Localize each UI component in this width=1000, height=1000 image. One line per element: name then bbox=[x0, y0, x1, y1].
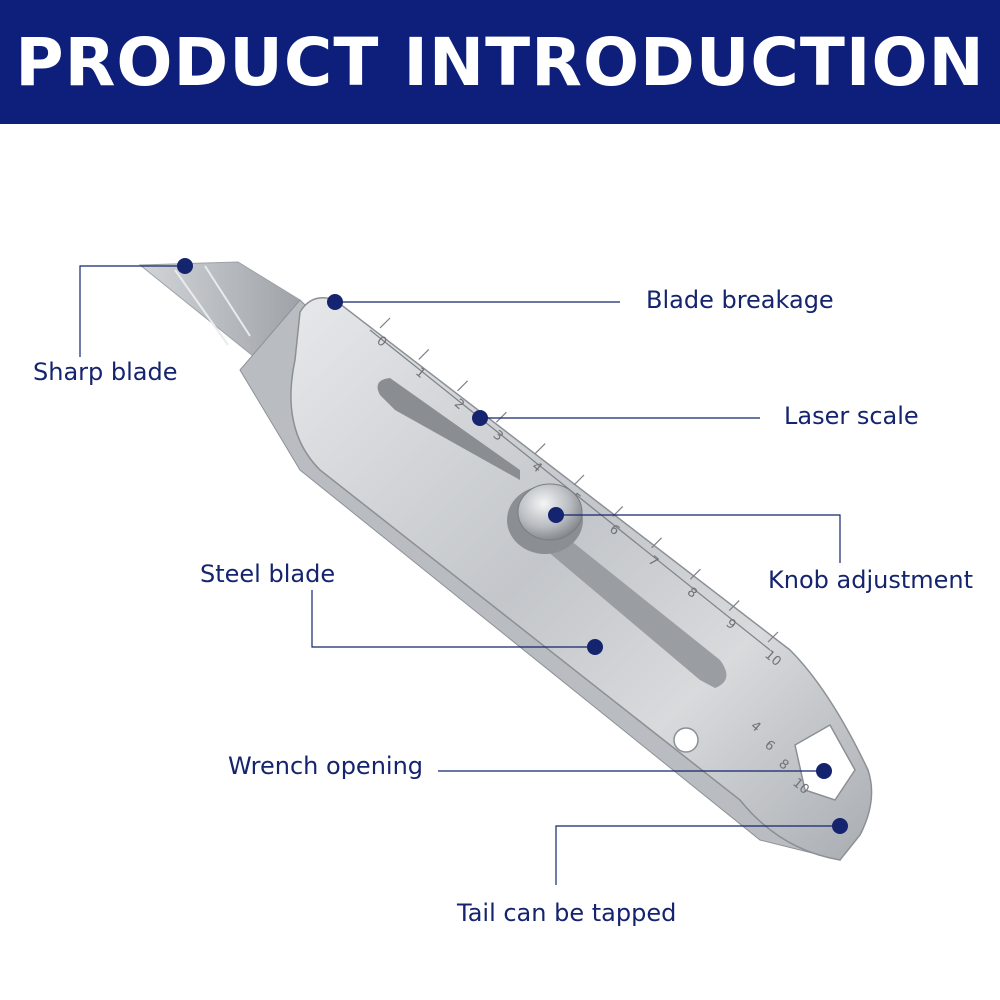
sharp-blade bbox=[138, 261, 301, 361]
label-laser-scale: Laser scale bbox=[784, 402, 919, 430]
callout-dot bbox=[832, 818, 848, 834]
label-tail-tapped: Tail can be tapped bbox=[457, 899, 677, 927]
callout-dot bbox=[816, 763, 832, 779]
header-banner: PRODUCT INTRODUCTION bbox=[0, 0, 1000, 124]
tail-leader bbox=[555, 825, 840, 885]
ruler-tick bbox=[767, 631, 779, 643]
label-wrench-opening: Wrench opening bbox=[228, 752, 424, 780]
callout-dot bbox=[327, 294, 343, 310]
ruler-tick bbox=[728, 600, 740, 612]
label-sharp-blade: Sharp blade bbox=[33, 358, 178, 386]
label-blade-breakage: Blade breakage bbox=[646, 286, 834, 314]
knob-leader bbox=[556, 514, 841, 563]
blade-slot bbox=[377, 378, 520, 480]
ruler-tick bbox=[573, 474, 585, 486]
callout-dot bbox=[177, 258, 193, 274]
hanging-hole bbox=[673, 727, 699, 753]
callout-dot bbox=[548, 507, 564, 523]
wrench-opening bbox=[794, 723, 856, 801]
ruler-tick bbox=[495, 411, 507, 423]
ruler-tick bbox=[689, 568, 701, 580]
ruler-tick bbox=[379, 317, 391, 329]
adjustment-knob bbox=[507, 483, 583, 554]
page-title: PRODUCT INTRODUCTION bbox=[15, 23, 985, 101]
ruler-tick bbox=[534, 443, 546, 455]
ruler-tick bbox=[418, 348, 430, 360]
callout-dot bbox=[472, 410, 488, 426]
ruler-tick bbox=[457, 380, 469, 392]
lower-slot bbox=[540, 520, 727, 688]
ruler-tick bbox=[651, 537, 663, 549]
label-knob-adjustment: Knob adjustment bbox=[768, 566, 973, 594]
steel-blade-leader bbox=[311, 590, 595, 648]
callout-dot bbox=[587, 639, 603, 655]
label-steel-blade: Steel blade bbox=[200, 560, 336, 588]
sharp-blade-leader bbox=[79, 265, 185, 357]
